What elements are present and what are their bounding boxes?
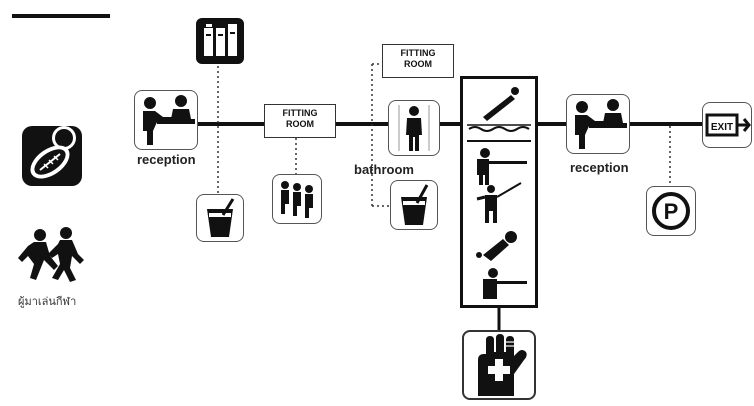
- first-aid-icon: [462, 330, 536, 400]
- diving-icon: [467, 87, 531, 132]
- athletes-label: ผู้มาเล่นกีฬา: [18, 296, 77, 308]
- shower-icon: [388, 100, 440, 156]
- drink-right-icon: [390, 180, 438, 230]
- reception-right-label: reception: [570, 160, 629, 175]
- header-rule: [12, 14, 110, 18]
- fitting-room-2: FITTING ROOM: [382, 44, 454, 78]
- parking-letter: P: [664, 199, 679, 224]
- swimming-icon: [476, 231, 517, 261]
- shooting-icon: [477, 148, 527, 185]
- fitting-room-2-line2: ROOM: [404, 59, 432, 69]
- reception-left-label: reception: [137, 152, 196, 167]
- parking-icon: P: [646, 186, 696, 236]
- fitting-room-1: FITTING ROOM: [264, 104, 336, 138]
- reception-left-icon: [134, 90, 198, 150]
- fencing-icon: [476, 182, 522, 223]
- sports-panel: [460, 76, 538, 308]
- exit-icon: EXIT: [702, 102, 752, 148]
- sports-panel-icons: [467, 87, 531, 299]
- running-athletes-icon: [14, 226, 88, 282]
- locker-icon: [196, 18, 244, 64]
- fitting-room-2-line1: FITTING: [400, 48, 436, 58]
- waiting-seats-icon: [272, 174, 322, 224]
- rugby-ball-sport-icon: [20, 124, 84, 188]
- rifle-icon: [483, 268, 527, 299]
- drink-left-icon: [196, 194, 244, 242]
- bathroom-label: bathroom: [354, 162, 414, 177]
- fitting-room-1-line1: FITTING: [282, 108, 318, 118]
- fitting-room-1-line2: ROOM: [286, 119, 314, 129]
- exit-text: EXIT: [711, 122, 733, 133]
- reception-right-icon: [566, 94, 630, 154]
